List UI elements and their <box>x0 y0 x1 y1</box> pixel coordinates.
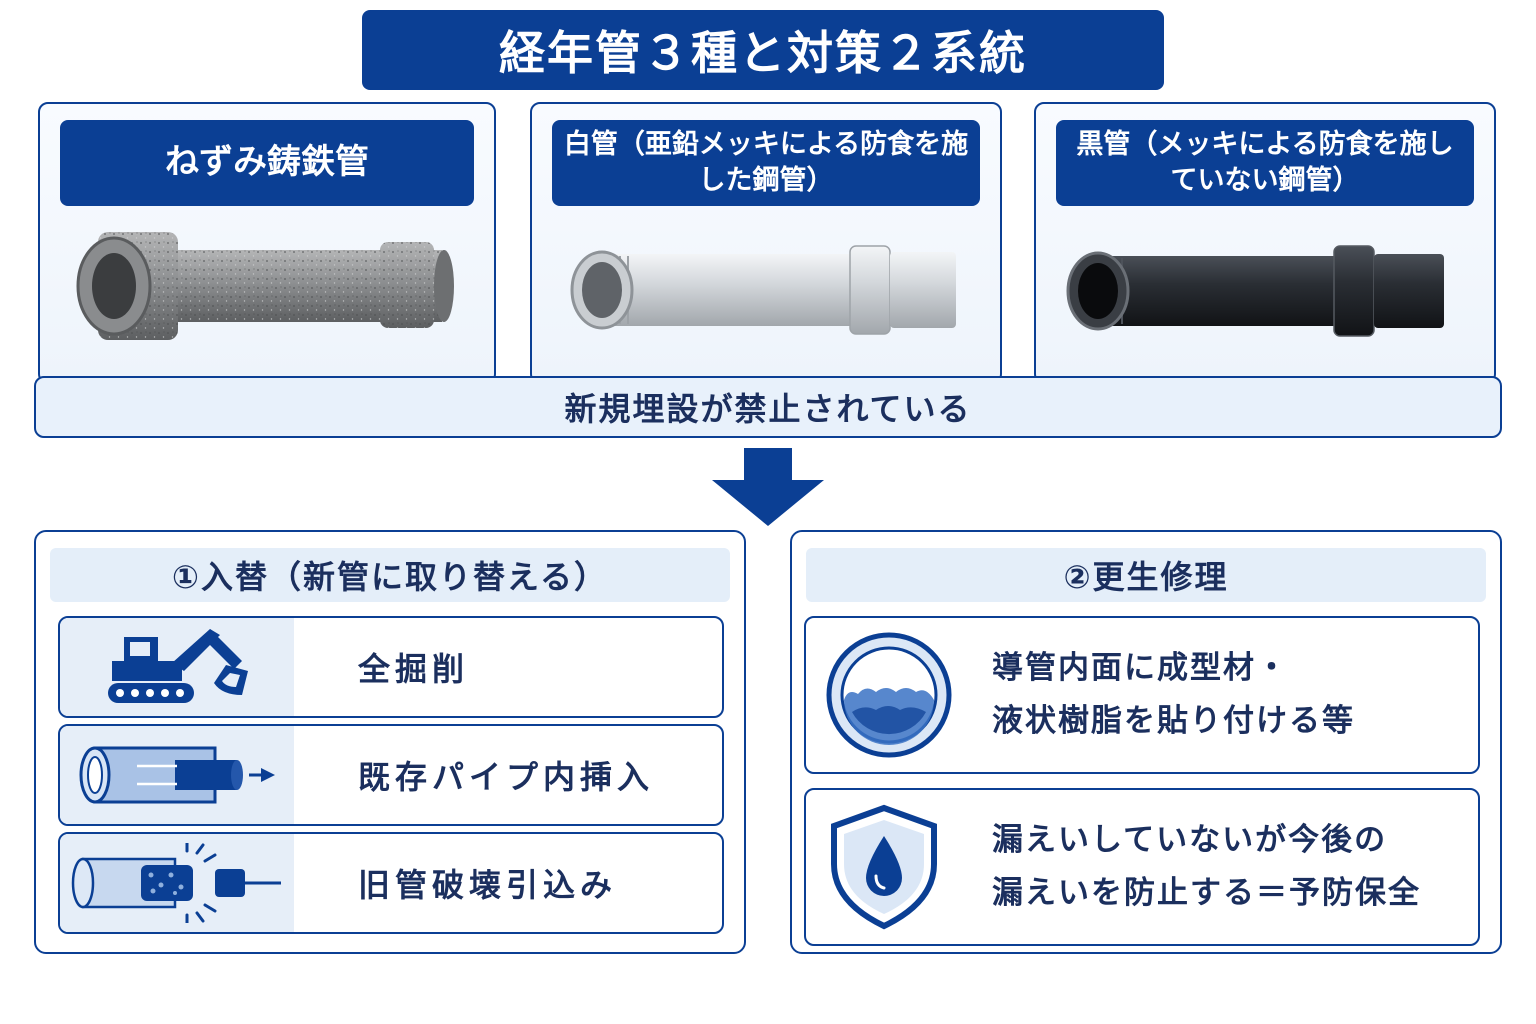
method-label: 全掘削 <box>358 650 470 688</box>
cast-iron-pipe-icon <box>76 232 454 340</box>
repair-preventive: 漏えいしていないが今後の 漏えいを防止する＝予防保全 <box>804 788 1480 946</box>
repair-line: 液状樹脂を貼り付ける等 <box>992 703 1355 739</box>
method-label: 既存パイプ内挿入 <box>358 758 655 796</box>
pipe-lining-icon <box>826 632 952 758</box>
repair-line: 漏えいを防止する＝予防保全 <box>992 875 1421 911</box>
pipe-card-white: 白管（亜鉛メッキによる防食を施した鋼管） <box>530 102 1002 384</box>
repair-lining-text: 導管内面に成型材・ 液状樹脂を貼り付ける等 <box>992 618 1355 772</box>
repair-lining: 導管内面に成型材・ 液状樹脂を貼り付ける等 <box>804 616 1480 774</box>
page-title: 経年管３種と対策２系統 <box>362 10 1164 90</box>
renewal-heading: ②更生修理 <box>806 548 1486 602</box>
renewal-panel: ②更生修理 導管内面に成型材・ 液状樹脂を貼り付ける等 漏えいしていない <box>790 530 1502 954</box>
pipe-label-white: 白管（亜鉛メッキによる防食を施した鋼管） <box>552 120 980 206</box>
method-full-excavation: 全掘削 <box>58 616 724 718</box>
pipe-card-cast-iron: ねずみ鋳鉄管 <box>38 102 496 384</box>
down-arrow-icon <box>712 448 824 526</box>
excavator-icon <box>108 629 248 703</box>
method-pipe-insertion: 既存パイプ内挿入 <box>58 724 724 826</box>
repair-line: 漏えいしていないが今後の <box>992 822 1388 859</box>
ban-note: 新規埋設が禁止されている <box>34 376 1502 438</box>
repair-preventive-text: 漏えいしていないが今後の 漏えいを防止する＝予防保全 <box>992 790 1421 944</box>
method-pipe-bursting: 旧管破壊引込み <box>58 832 724 934</box>
pipe-label-black: 黒管（メッキによる防食を施していない鋼管） <box>1056 120 1474 206</box>
pipe-insertion-icon <box>79 746 275 804</box>
repair-line: 導管内面に成型材・ <box>992 650 1289 687</box>
replacement-heading: ①入替（新管に取り替える） <box>50 548 730 602</box>
black-pipe-icon <box>1066 245 1444 337</box>
method-label: 旧管破壊引込み <box>358 866 618 904</box>
replacement-panel: ①入替（新管に取り替える） 全掘削 <box>34 530 746 954</box>
pipe-card-black: 黒管（メッキによる防食を施していない鋼管） <box>1034 102 1496 384</box>
pipe-bursting-icon <box>71 843 281 923</box>
white-pipe-icon <box>570 245 956 335</box>
shield-droplet-icon <box>831 804 937 930</box>
pipe-label-cast-iron: ねずみ鋳鉄管 <box>60 120 474 206</box>
